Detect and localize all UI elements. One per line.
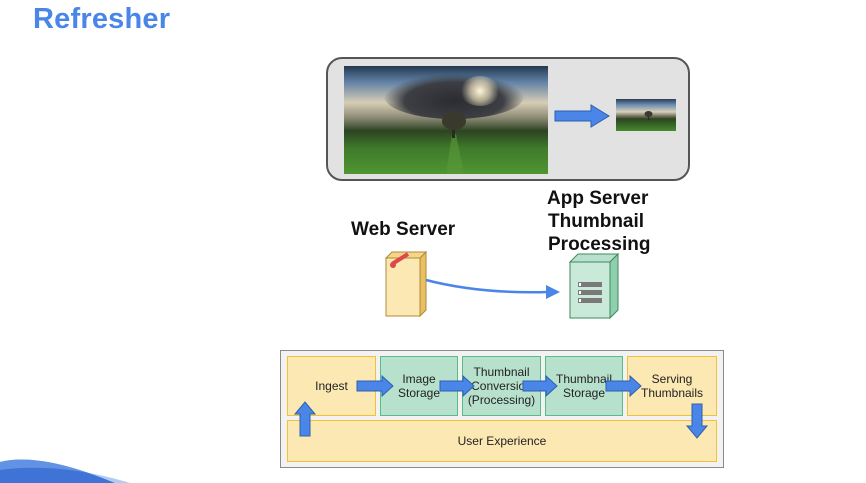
- app-server-icon: [568, 252, 620, 320]
- thumb-storage-label-2: Storage: [562, 386, 606, 400]
- thumbnail-conversion-box: Thumbnail Conversion (Processing): [462, 356, 541, 416]
- right-arrow-icon: [605, 374, 642, 398]
- conversion-label: Thumbnail: [473, 365, 530, 379]
- serving-label: Serving: [651, 372, 693, 386]
- app-server-label-line2: Thumbnail: [548, 211, 645, 232]
- right-arrow-icon: [522, 374, 558, 398]
- down-arrow-icon: [685, 403, 709, 439]
- app-server-label: App Server: [547, 188, 649, 209]
- conversion-label-3: (Processing): [467, 393, 536, 407]
- user-experience-box: User Experience: [287, 420, 717, 462]
- app-server-label-line3: Processing: [548, 234, 651, 255]
- resize-arrow-icon: [554, 104, 610, 128]
- page-title: Refresher: [33, 3, 171, 35]
- conversion-label-2: Conversion: [471, 379, 532, 393]
- up-arrow-icon: [293, 401, 317, 437]
- right-arrow-icon: [356, 374, 394, 398]
- web-server-label: Web Server: [351, 219, 456, 240]
- request-arrow-icon: [425, 278, 560, 299]
- right-arrow-icon: [439, 374, 475, 398]
- user-experience-label: User Experience: [457, 434, 547, 448]
- image-storage-label-2: Storage: [397, 386, 441, 400]
- ingest-label: Ingest: [315, 379, 348, 393]
- server-box-icon: [384, 250, 428, 318]
- thumb-storage-label: Thumbnail: [555, 372, 613, 386]
- thumbnail-photo: [616, 99, 676, 131]
- original-photo: [344, 66, 548, 174]
- serving-label-2: Thumbnails: [640, 386, 704, 400]
- image-storage-label: Image: [402, 372, 436, 386]
